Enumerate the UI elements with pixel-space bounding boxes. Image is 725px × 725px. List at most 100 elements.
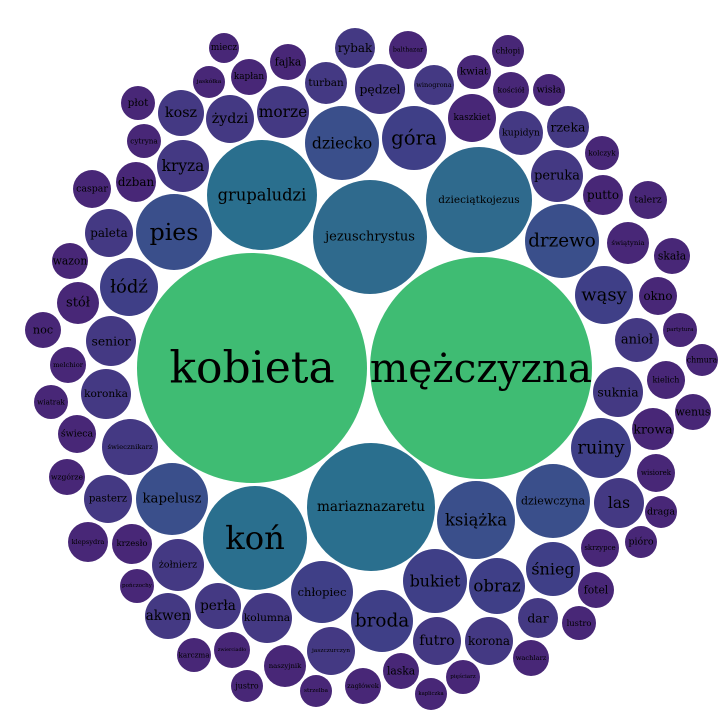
bubble-circle bbox=[73, 170, 111, 208]
bubble-label: okno bbox=[644, 289, 673, 303]
bubble-circle bbox=[158, 90, 204, 136]
bubble-wenus: wenus bbox=[675, 394, 711, 430]
bubble-lustro: lustro bbox=[562, 606, 596, 640]
bubble-circle bbox=[629, 181, 667, 219]
bubble-label: dziecko bbox=[312, 134, 372, 153]
bubble-label: morze bbox=[259, 103, 307, 121]
bubble-circle bbox=[112, 524, 152, 564]
bubble-circle bbox=[493, 72, 529, 108]
bubble-circle bbox=[632, 408, 674, 450]
bubble-miecz: miecz bbox=[209, 33, 239, 63]
bubble-label: partytura bbox=[667, 327, 695, 333]
bubble-label: żołnierz bbox=[159, 560, 198, 571]
bubble-label: fajka bbox=[275, 56, 302, 69]
bubble-suknia: suknia bbox=[593, 367, 643, 417]
bubble-label: wazon bbox=[53, 255, 88, 268]
bubble-circle bbox=[593, 367, 643, 417]
bubble-pasterz: pasterz bbox=[84, 475, 132, 523]
bubble-label: lustro bbox=[567, 618, 592, 628]
bubble-label: mariaznazaretu bbox=[317, 499, 425, 515]
bubble-circle bbox=[383, 653, 419, 689]
bubble-circle bbox=[518, 598, 558, 638]
bubble-circle bbox=[145, 593, 191, 639]
bubble-circle bbox=[157, 140, 209, 192]
bubble-talerz: talerz bbox=[629, 181, 667, 219]
bubble-label: noc bbox=[33, 324, 53, 337]
bubble-circle bbox=[607, 222, 649, 264]
bubble-circle bbox=[49, 459, 85, 495]
bubble-label: koń bbox=[225, 519, 285, 557]
bubble-wzgorze: wzgórze bbox=[49, 459, 85, 495]
bubble-label: cytryna bbox=[130, 137, 158, 146]
bubble-circle bbox=[257, 86, 309, 138]
bubble-label: dzban bbox=[118, 175, 155, 189]
bubble-circle bbox=[465, 617, 513, 665]
bubble-circle bbox=[34, 385, 68, 419]
bubble-label: jaskółka bbox=[196, 78, 222, 85]
bubble-skala: skała bbox=[654, 238, 690, 274]
bubble-circle bbox=[102, 419, 158, 475]
bubble-circle bbox=[25, 312, 61, 348]
bubble-kupidyn: kupidyn bbox=[499, 111, 543, 155]
bubble-label: płot bbox=[128, 97, 149, 109]
bubble-circle bbox=[594, 478, 644, 528]
bubble-chmura: chmura bbox=[686, 344, 718, 376]
bubble-label: strzelba bbox=[304, 688, 328, 694]
bubble-circle bbox=[389, 31, 427, 69]
bubble-label: pędzel bbox=[359, 82, 400, 97]
bubble-label: kolumna bbox=[244, 612, 291, 624]
bubble-circle bbox=[177, 638, 211, 672]
bubble-circle bbox=[206, 95, 254, 143]
bubble-kryza: kryza bbox=[157, 140, 209, 192]
bubble-circle bbox=[351, 590, 413, 652]
bubble-label: góra bbox=[391, 127, 437, 150]
bubble-label: caspar bbox=[76, 184, 108, 195]
bubble-label: chłopi bbox=[496, 47, 521, 56]
bubble-wiatrak: wiatrak bbox=[34, 385, 68, 419]
bubble-noc: noc bbox=[25, 312, 61, 348]
bubble-circle bbox=[562, 606, 596, 640]
bubble-senior: senior bbox=[86, 316, 136, 366]
bubble-label: wisła bbox=[537, 85, 562, 96]
bubble-label: perła bbox=[200, 598, 236, 614]
bubble-circle bbox=[207, 140, 317, 250]
bubble-perla: perła bbox=[195, 583, 241, 629]
bubble-circle bbox=[625, 526, 657, 558]
bubble-circle bbox=[645, 496, 677, 528]
bubble-circle bbox=[414, 65, 454, 105]
bubble-label: rzeka bbox=[551, 120, 587, 135]
bubble-label: dar bbox=[527, 611, 548, 626]
bubble-label: pasterz bbox=[89, 494, 127, 505]
bubble-label: krzesło bbox=[117, 539, 148, 549]
bubble-circle bbox=[305, 62, 347, 104]
bubble-snieg: śnieg bbox=[526, 542, 580, 596]
bubble-circle bbox=[214, 632, 250, 668]
bubble-circle bbox=[127, 124, 161, 158]
bubble-zydzi: żydzi bbox=[206, 95, 254, 143]
bubble-circle bbox=[84, 475, 132, 523]
bubble-mariaznazaretu: mariaznazaretu bbox=[307, 443, 435, 571]
bubble-circle bbox=[305, 106, 379, 180]
bubble-circle bbox=[675, 394, 711, 430]
bubble-circle bbox=[382, 106, 446, 170]
bubble-label: turban bbox=[308, 77, 344, 89]
bubble-pioro: pióro bbox=[625, 526, 657, 558]
bubble-label: kielich bbox=[653, 376, 680, 385]
bubble-las: las bbox=[594, 478, 644, 528]
bubble-ksiazka: książka bbox=[437, 481, 515, 559]
bubble-label: klepsydra bbox=[72, 538, 105, 546]
bubble-krzeslo: krzesło bbox=[112, 524, 152, 564]
bubble-label: kapłan bbox=[234, 72, 265, 82]
bubble-circle bbox=[335, 28, 375, 68]
bubble-melchior: melchior bbox=[50, 347, 86, 383]
bubble-circle bbox=[209, 33, 239, 63]
bubble-circle bbox=[291, 561, 353, 623]
bubble-klepsydra: klepsydra bbox=[68, 522, 108, 562]
bubble-label: koronka bbox=[84, 388, 128, 400]
bubble-kwiat: kwiat bbox=[457, 55, 491, 89]
bubble-label: dzieciątkojezus bbox=[438, 194, 519, 206]
bubble-circle bbox=[533, 74, 565, 106]
bubble-label: pióro bbox=[628, 537, 653, 548]
bubble-koronka: koronka bbox=[81, 369, 131, 419]
